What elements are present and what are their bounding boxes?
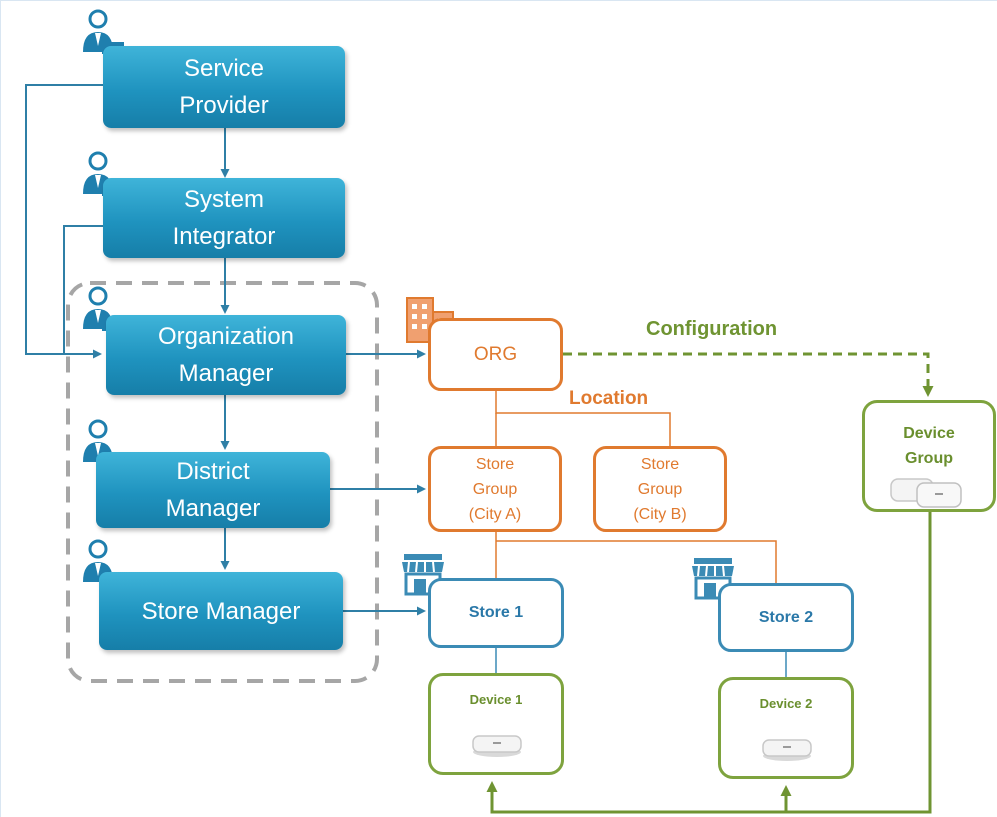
- system-integrator-box: System Integrator: [103, 178, 345, 258]
- role-label: Store Manager: [141, 597, 301, 625]
- device-group-label: Group: [905, 450, 953, 467]
- store-group-label: Store: [475, 455, 515, 473]
- store-label: Store 2: [758, 608, 814, 626]
- storefront-icon: [402, 554, 444, 596]
- store-group-label: (City B): [633, 505, 687, 523]
- access-point-group-icon: [890, 478, 962, 508]
- device-group-label: Device: [903, 425, 955, 442]
- store-group-label: Group: [472, 480, 518, 498]
- role-label: System: [183, 186, 264, 213]
- configuration-arrow: [563, 352, 934, 397]
- configuration-label: Configuration: [646, 318, 778, 340]
- org-box: ORG: [428, 318, 563, 391]
- org-to-storegroups: [495, 391, 671, 446]
- device-group-box: Device Group: [862, 400, 996, 512]
- organization-manager-box: Organization Manager: [106, 315, 346, 395]
- service-provider-box: Service Provider: [103, 46, 345, 128]
- store-group-label: (City A): [468, 505, 522, 523]
- store-group-label: Group: [637, 480, 683, 498]
- role-label: Provider: [179, 92, 269, 119]
- store-manager-box: Store Manager: [99, 572, 343, 650]
- role-label: Manager: [165, 495, 261, 522]
- store-1-box: Store 1: [428, 578, 564, 648]
- store-2-box: Store 2: [718, 583, 854, 652]
- access-point-icon: [762, 739, 812, 761]
- location-label: Location: [569, 388, 649, 409]
- manager-scope-dashed-box: [66, 281, 379, 683]
- role-label: Organization: [157, 323, 295, 350]
- access-point-icon: [472, 735, 522, 757]
- store-label: Store 1: [468, 604, 524, 621]
- device-1-box: Device 1: [428, 673, 564, 775]
- store-group-city-a-box: Store Group (City A): [428, 446, 562, 532]
- device-label: Device 1: [469, 692, 523, 707]
- devicegroup-to-devices: [486, 512, 932, 814]
- role-label: Integrator: [172, 223, 276, 250]
- role-label: Service: [183, 55, 265, 82]
- role-label: Manager: [178, 360, 274, 387]
- district-manager-box: District Manager: [96, 452, 330, 528]
- store-group-label: Store: [640, 455, 680, 473]
- arrow-si-to-om: [63, 225, 103, 354]
- store-group-city-b-box: Store Group (City B): [593, 446, 727, 532]
- device-label: Device 2: [759, 696, 813, 711]
- org-label: ORG: [473, 343, 518, 365]
- role-label: District: [176, 458, 250, 485]
- device-2-box: Device 2: [718, 677, 854, 779]
